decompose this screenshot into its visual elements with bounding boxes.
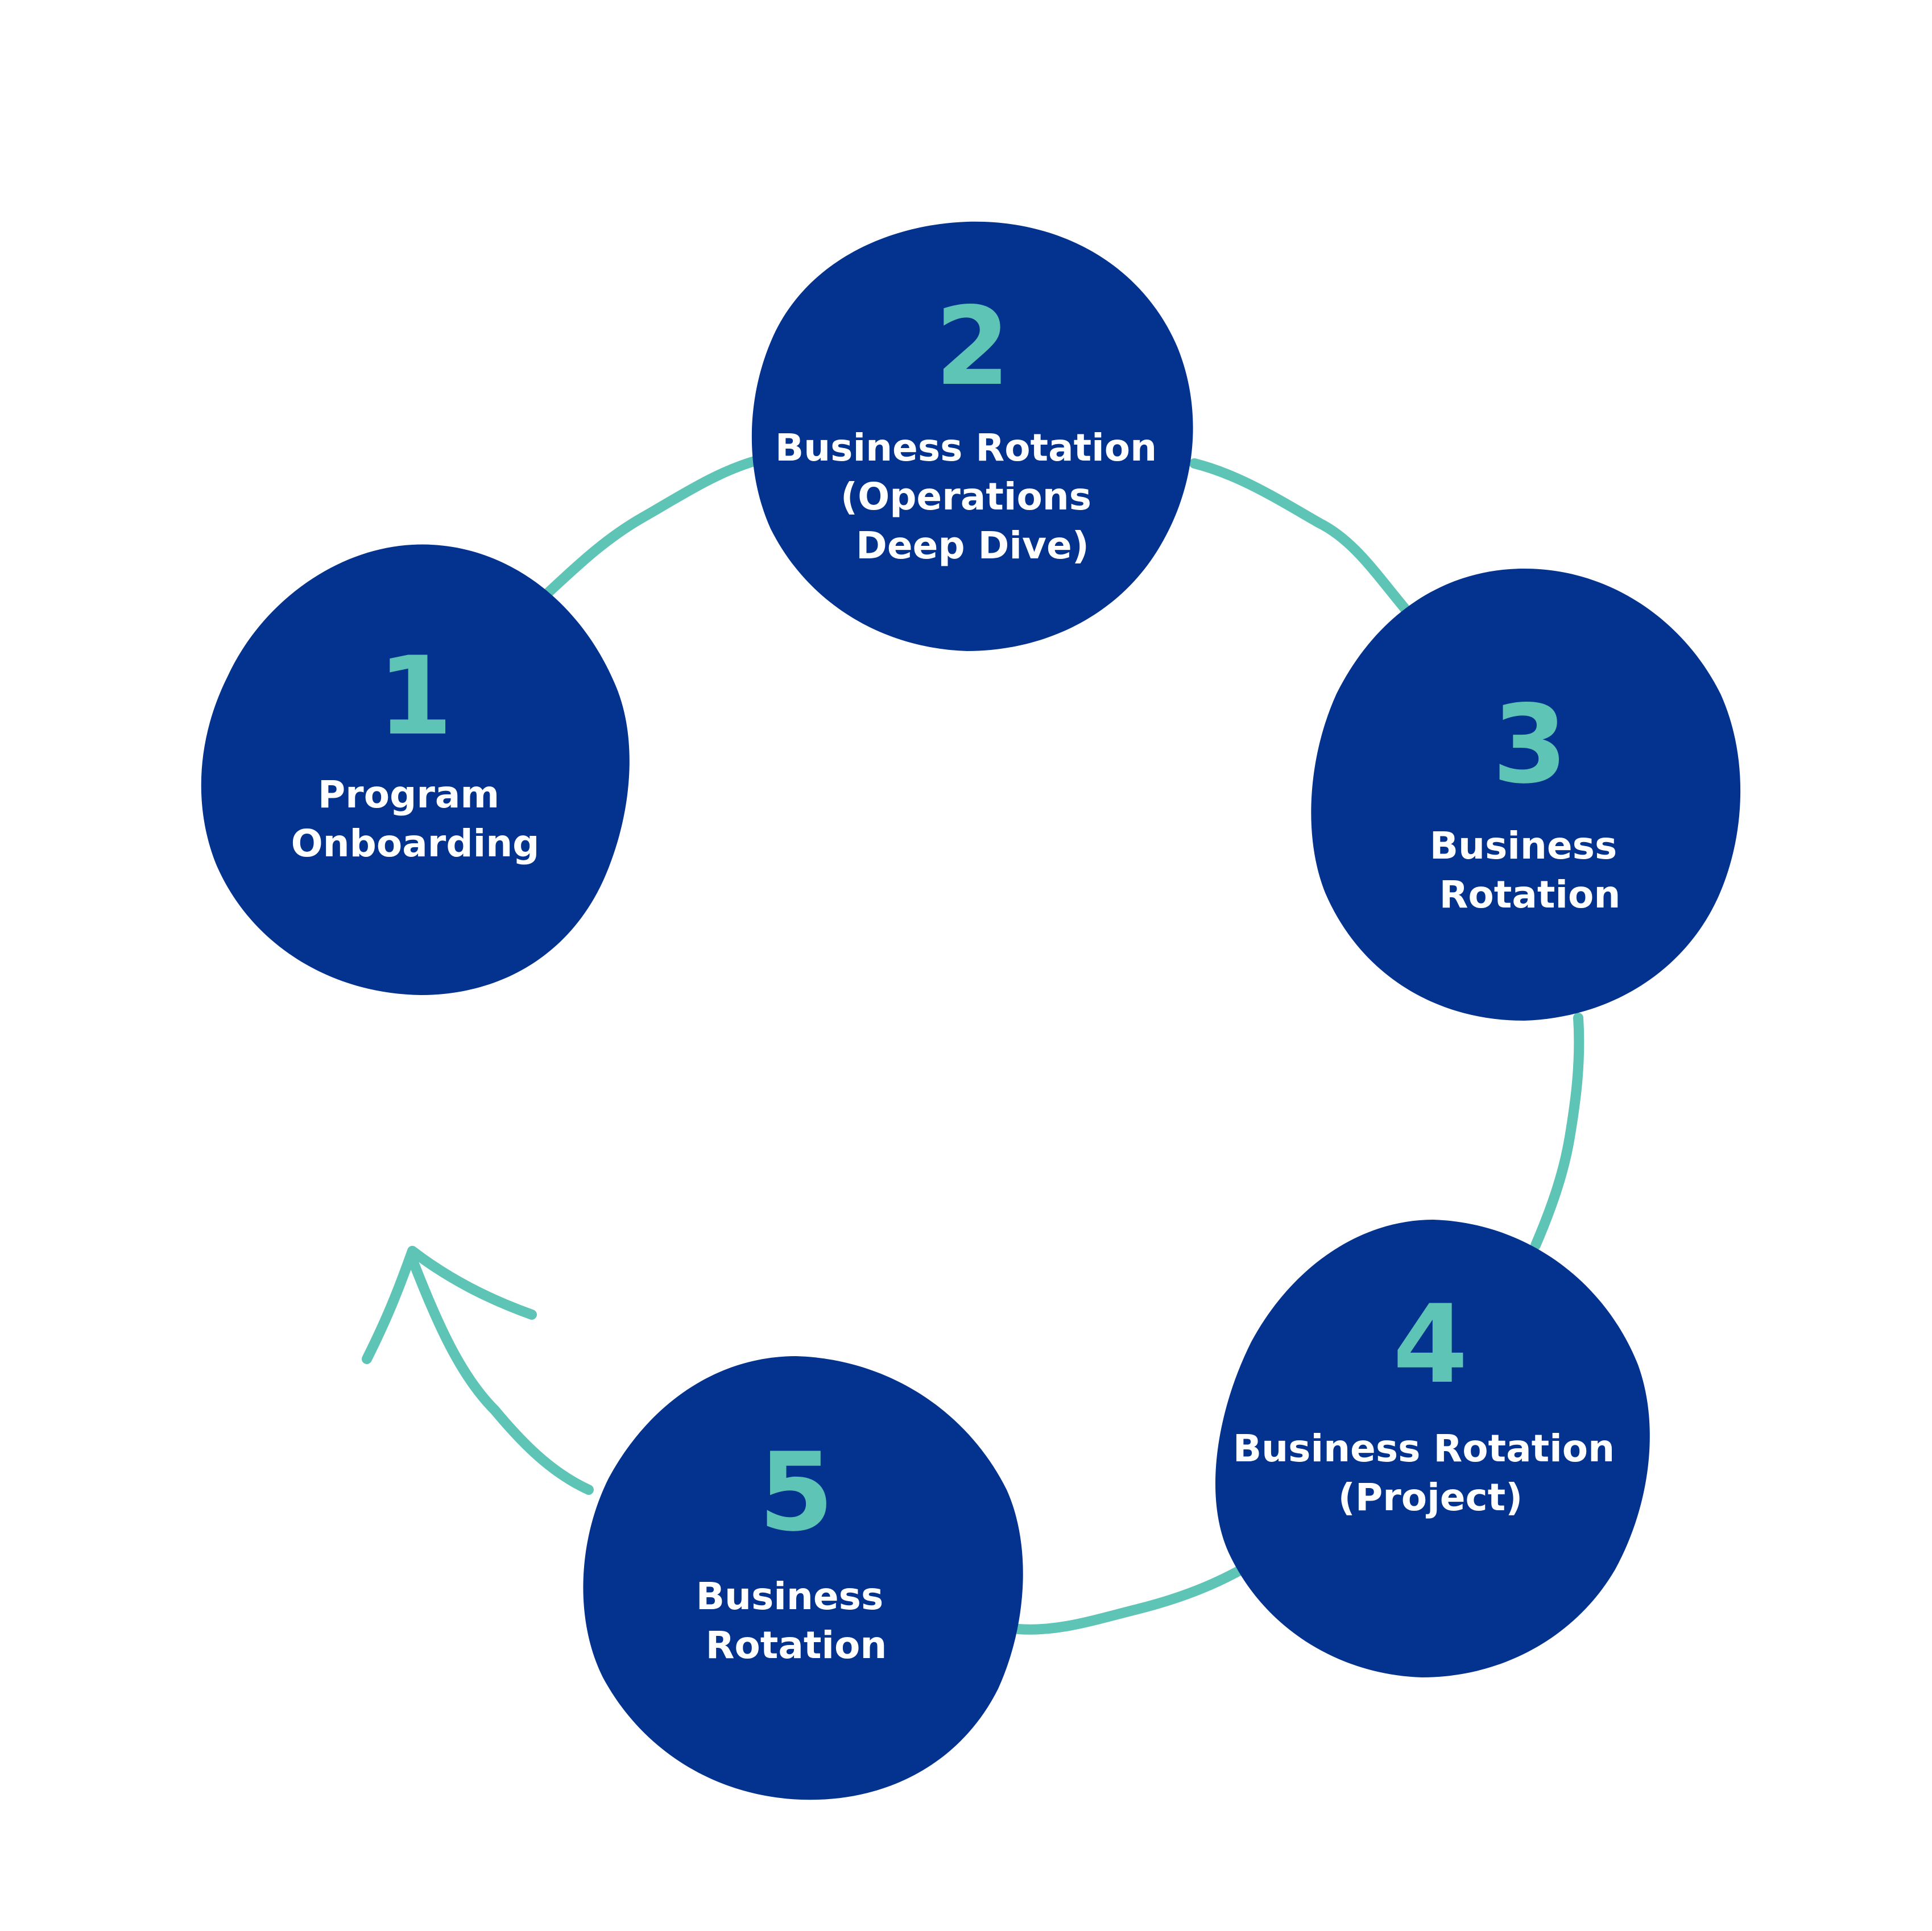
step-label-4-line-1: Business Rotation [1233, 1427, 1615, 1470]
step-label-5: Business Rotation [696, 1574, 897, 1667]
step-node-3 [1311, 569, 1741, 1021]
step-number-3: 3 [1492, 682, 1567, 807]
step-2: 2 Business Rotation (Operations Deep Div… [751, 221, 1193, 652]
arrowhead-icon [362, 1246, 537, 1364]
step-label-2-line-2: (Operations [841, 475, 1091, 519]
step-number-5: 5 [759, 1429, 834, 1555]
step-node-4 [1215, 1220, 1650, 1677]
step-label-5-line-1: Business [696, 1574, 884, 1618]
step-node-2 [751, 221, 1193, 652]
step-label-4-line-2: (Project) [1338, 1476, 1523, 1519]
step-4: 4 Business Rotation (Project) [1215, 1220, 1650, 1677]
step-node-1 [201, 544, 630, 995]
step-label-1-line-1: Program [318, 773, 499, 817]
step-3: 3 Business Rotation [1311, 569, 1741, 1021]
step-node-5 [583, 1356, 1023, 1800]
connector-4-5 [1013, 1544, 1279, 1635]
step-number-1: 1 [378, 633, 453, 759]
connectors [362, 455, 1585, 1635]
step-label-3: Business Rotation [1430, 824, 1631, 917]
step-number-4: 4 [1393, 1282, 1468, 1407]
step-label-2-line-3: Deep Dive) [856, 524, 1089, 567]
step-label-1-line-2: Onboarding [291, 822, 540, 865]
step-5: 5 Business Rotation [583, 1356, 1023, 1800]
connector-3-4 [1530, 1013, 1585, 1250]
steps: 1 Program Onboarding 2 Business Rotation… [201, 221, 1741, 1800]
step-label-1: Program Onboarding [291, 773, 540, 865]
step-label-3-line-2: Rotation [1439, 873, 1621, 917]
step-label-5-line-2: Rotation [706, 1623, 887, 1667]
step-number-2: 2 [935, 284, 1010, 409]
connector-5-1 [407, 1254, 594, 1495]
connector-1-2 [535, 455, 762, 605]
step-label-2-line-1: Business Rotation [775, 426, 1157, 470]
step-label-4: Business Rotation (Project) [1233, 1427, 1628, 1519]
connector-2-3 [1189, 458, 1410, 614]
step-1: 1 Program Onboarding [201, 544, 630, 995]
step-label-3-line-1: Business [1430, 824, 1617, 868]
step-label-2: Business Rotation (Operations Deep Dive) [775, 426, 1170, 567]
